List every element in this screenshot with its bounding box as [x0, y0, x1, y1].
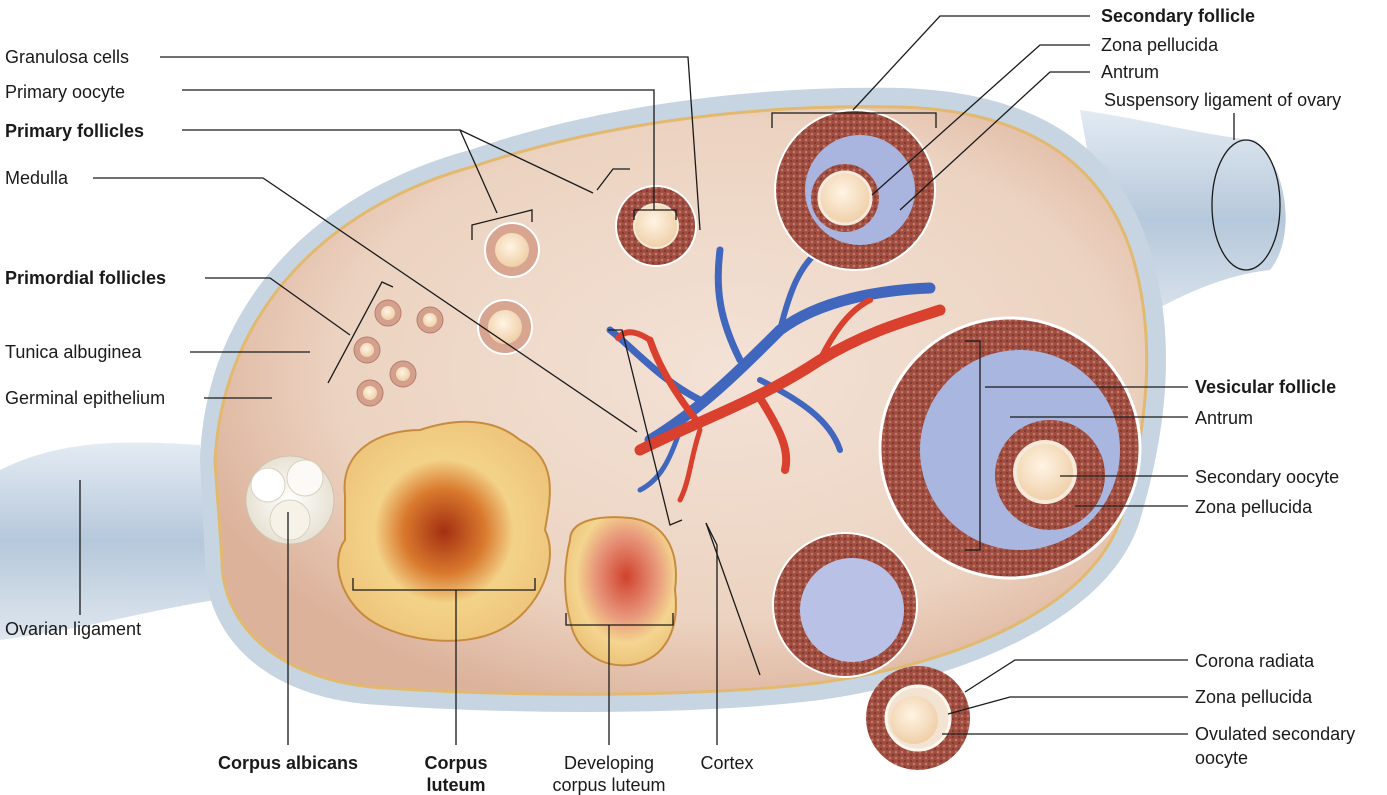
label-corpus-luteum-line2: luteum [405, 774, 507, 795]
vesicular-follicle [880, 318, 1140, 578]
label-ovarian-ligament: Ovarian ligament [5, 618, 141, 640]
label-antrum-top: Antrum [1101, 61, 1159, 83]
label-zona-pellucida-top: Zona pellucida [1101, 34, 1218, 56]
corpus-luteum [338, 422, 550, 641]
label-corpus-albicans: Corpus albicans [200, 752, 376, 774]
label-antrum-right: Antrum [1195, 407, 1253, 429]
label-medulla: Medulla [5, 167, 68, 189]
label-developing-cl-line2: corpus luteum [529, 774, 689, 795]
label-tunica-albuginea: Tunica albuginea [5, 341, 141, 363]
ovulated-oocyte [866, 666, 970, 770]
label-developing-cl-line1: Developing [529, 752, 689, 774]
label-suspensory-ligament: Suspensory ligament of ovary [1104, 89, 1341, 111]
label-zona-pellucida-right: Zona pellucida [1195, 496, 1312, 518]
ruptured-follicle [773, 533, 917, 677]
label-secondary-follicle: Secondary follicle [1101, 5, 1255, 27]
label-primordial-follicles: Primordial follicles [5, 267, 166, 289]
label-germinal-epithelium: Germinal epithelium [5, 387, 165, 409]
corpus-albicans [246, 456, 334, 544]
label-ovulated-oocyte-line2: oocyte [1195, 747, 1248, 769]
label-secondary-oocyte: Secondary oocyte [1195, 466, 1339, 488]
secondary-follicle [775, 110, 935, 270]
label-vesicular-follicle: Vesicular follicle [1195, 376, 1336, 398]
label-primary-follicles: Primary follicles [5, 120, 144, 142]
developing-corpus-luteum [565, 517, 676, 665]
label-corona-radiata: Corona radiata [1195, 650, 1314, 672]
ovarian-ligament-shape [0, 443, 215, 640]
label-ovulated-oocyte-line1: Ovulated secondary [1195, 723, 1355, 745]
label-primary-oocyte: Primary oocyte [5, 81, 125, 103]
label-corpus-luteum-line1: Corpus [405, 752, 507, 774]
label-cortex: Cortex [687, 752, 767, 774]
label-granulosa-cells: Granulosa cells [5, 46, 129, 68]
label-zona-pellucida-bottom: Zona pellucida [1195, 686, 1312, 708]
